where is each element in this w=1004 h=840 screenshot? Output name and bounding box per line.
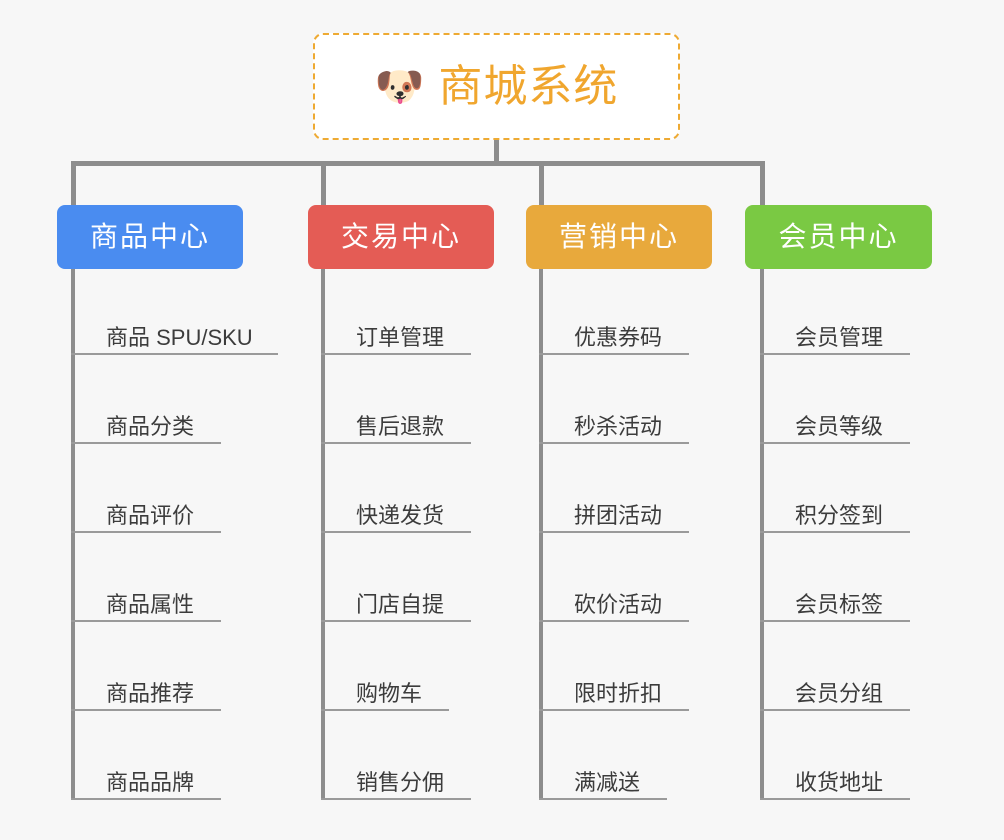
leaf-label: 会员标签 xyxy=(795,592,884,617)
leaf-underline xyxy=(539,798,667,800)
leaf-label: 售后退款 xyxy=(356,414,445,439)
leaf-underline xyxy=(71,531,221,533)
branch-column-2: 营销中心优惠券码秒杀活动拼团活动砍价活动限时折扣满减送 xyxy=(0,205,1004,840)
leaf-label: 快递发货 xyxy=(356,503,445,528)
leaf-underline xyxy=(760,442,910,444)
leaf-label: 会员管理 xyxy=(795,325,884,350)
leaf-label: 订单管理 xyxy=(356,325,445,350)
branch-column-1: 交易中心订单管理售后退款快递发货门店自提购物车销售分佣 xyxy=(0,205,1004,840)
leaf-label: 满减送 xyxy=(574,770,641,795)
branch-header-商品中心[interactable]: 商品中心 xyxy=(57,205,243,269)
leaf-label: 商品品牌 xyxy=(106,770,195,795)
leaf-label: 拼团活动 xyxy=(574,503,663,528)
connector-branch-drop-2 xyxy=(539,161,544,205)
leaf-label: 商品推荐 xyxy=(106,681,195,706)
connector-horizontal-bus xyxy=(71,161,765,166)
leaf-label: 秒杀活动 xyxy=(574,414,663,439)
root-node[interactable]: 🐶 商城系统 xyxy=(313,33,680,140)
leaf-underline xyxy=(539,620,689,622)
leaf-underline xyxy=(760,709,910,711)
branch-column-3: 会员中心会员管理会员等级积分签到会员标签会员分组收货地址 xyxy=(0,205,1004,840)
leaf-label: 商品评价 xyxy=(106,503,195,528)
leaf-underline xyxy=(321,709,449,711)
leaf-underline xyxy=(539,353,689,355)
leaf-label: 商品属性 xyxy=(106,592,195,617)
leaf-label: 销售分佣 xyxy=(356,770,445,795)
branch-header-label: 营销中心 xyxy=(558,221,679,252)
leaf-underline xyxy=(321,798,471,800)
branch-header-交易中心[interactable]: 交易中心 xyxy=(308,205,494,269)
branch-column-0: 商品中心商品 SPU/SKU 商品分类商品评价商品属性商品推荐商品品牌 xyxy=(0,205,1004,840)
leaf-underline xyxy=(760,798,910,800)
leaf-underline xyxy=(321,620,471,622)
branch-header-会员中心[interactable]: 会员中心 xyxy=(745,205,932,269)
branch-header-营销中心[interactable]: 营销中心 xyxy=(526,205,712,269)
leaf-underline xyxy=(760,531,910,533)
connector-branch-drop-3 xyxy=(760,161,765,205)
leaf-label: 门店自提 xyxy=(356,592,445,617)
branch-header-label: 商品中心 xyxy=(89,221,210,252)
leaf-underline xyxy=(760,620,910,622)
leaf-label: 会员分组 xyxy=(795,681,884,706)
leaf-underline xyxy=(71,620,221,622)
branch-trunk-line-3 xyxy=(760,269,764,800)
leaf-underline xyxy=(760,353,910,355)
leaf-underline xyxy=(321,531,471,533)
leaf-underline xyxy=(71,798,221,800)
leaf-underline xyxy=(71,442,221,444)
leaf-label: 购物车 xyxy=(356,681,423,706)
leaf-label: 商品分类 xyxy=(106,414,195,439)
leaf-label: 优惠券码 xyxy=(574,325,663,350)
branch-header-label: 会员中心 xyxy=(778,221,899,252)
connector-branch-drop-0 xyxy=(71,161,76,205)
branch-trunk-line-2 xyxy=(539,269,543,800)
branch-trunk-line-1 xyxy=(321,269,325,800)
root-title: 商城系统 xyxy=(438,61,619,111)
branch-header-label: 交易中心 xyxy=(340,221,461,252)
leaf-underline xyxy=(71,353,278,355)
shiba-dog-face-icon: 🐶 xyxy=(374,64,425,109)
leaf-underline xyxy=(539,709,689,711)
leaf-underline xyxy=(539,442,689,444)
connector-root-stem xyxy=(494,140,499,166)
leaf-underline xyxy=(321,442,471,444)
leaf-label: 会员等级 xyxy=(795,414,884,439)
leaf-underline xyxy=(71,709,221,711)
leaf-label: 砍价活动 xyxy=(574,592,663,617)
connector-branch-drop-1 xyxy=(321,161,326,205)
leaf-label: 限时折扣 xyxy=(574,681,663,706)
leaf-label: 积分签到 xyxy=(795,503,884,528)
branch-trunk-line-0 xyxy=(71,269,75,800)
leaf-underline xyxy=(539,531,689,533)
leaf-underline xyxy=(321,353,471,355)
leaf-label: 收货地址 xyxy=(795,770,884,795)
leaf-label: 商品 SPU/SKU xyxy=(106,325,253,350)
